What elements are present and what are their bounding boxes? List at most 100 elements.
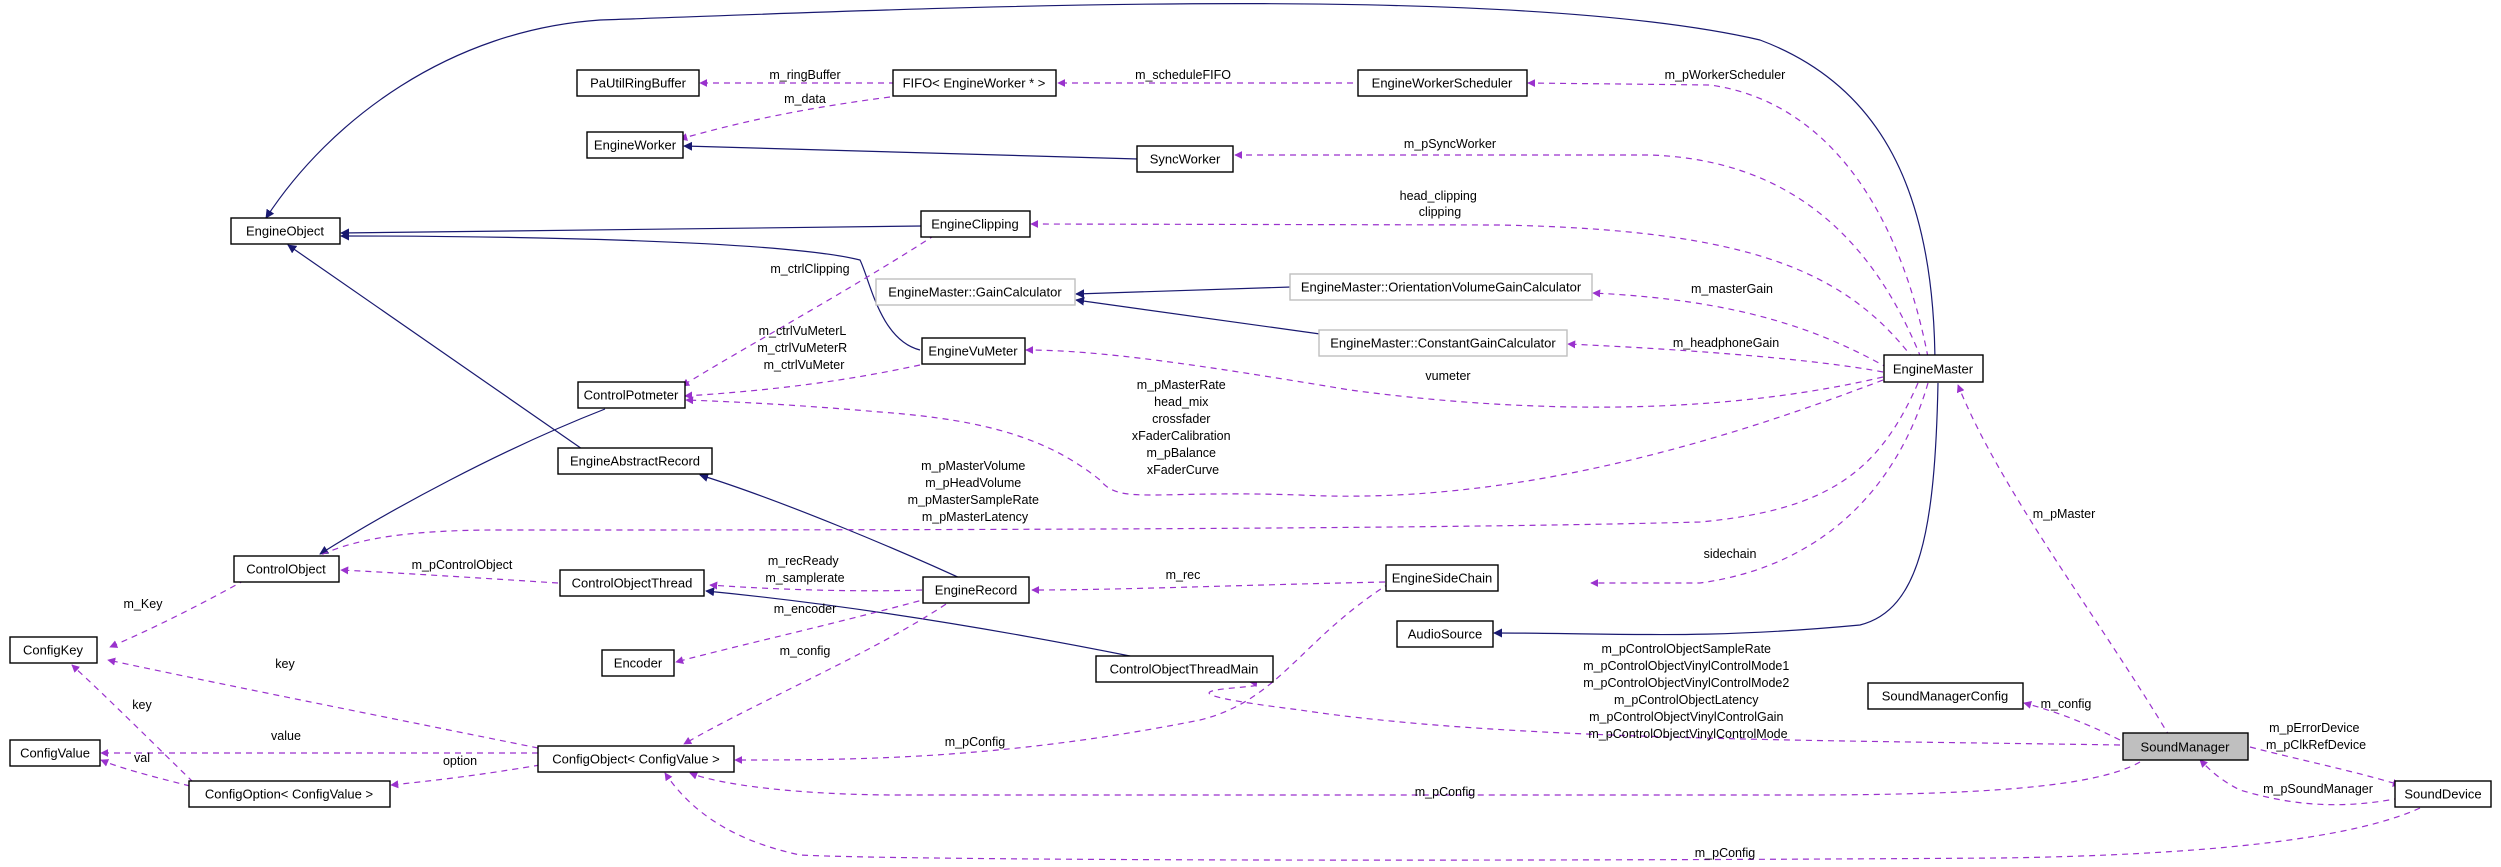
edge-m_pworkerscheduler xyxy=(1527,79,1931,369)
node-syncworker[interactable]: SyncWorker xyxy=(1136,145,1234,173)
edge-enginemaster-audiosource xyxy=(1493,382,1939,638)
node-enginemaster[interactable]: EngineMaster xyxy=(1883,354,1984,383)
node-label: EngineMaster::ConstantGainCalculator xyxy=(1330,335,1556,350)
edge-engineclipping-engineobject xyxy=(340,225,923,238)
node-configobject[interactable]: ConfigObject< ConfigValue > xyxy=(537,745,735,773)
label-m_ctrlclipping: m_ctrlClipping xyxy=(770,262,849,276)
node-sounddevice[interactable]: SoundDevice xyxy=(2394,780,2492,808)
node-label: ConfigKey xyxy=(23,642,83,657)
edge-enginemaster-engineobject xyxy=(265,3,1936,369)
node-engineabstractrecord[interactable]: EngineAbstractRecord xyxy=(557,447,713,475)
edge-m_rec xyxy=(1031,581,1386,594)
edge-record-thread xyxy=(709,581,923,592)
node-label: SoundDevice xyxy=(2404,786,2481,801)
label-m_config-sm: m_config xyxy=(2041,697,2092,711)
edge-engineabstractrecord-engineobject xyxy=(287,244,586,452)
node-label: EngineWorkerScheduler xyxy=(1372,75,1513,90)
label-m_config-rec: m_config xyxy=(780,644,831,658)
node-label: EngineRecord xyxy=(935,582,1017,597)
node-label: SoundManagerConfig xyxy=(1882,688,2008,703)
node-label: ControlObject xyxy=(246,561,326,576)
label-m_headphonegain: m_headphoneGain xyxy=(1673,336,1779,350)
node-encoder[interactable]: Encoder xyxy=(601,649,675,677)
node-soundmanager[interactable]: SoundManager xyxy=(2122,732,2249,761)
node-engineclipping[interactable]: EngineClipping xyxy=(920,210,1031,238)
node-gaincalculator[interactable]: EngineMaster::GainCalculator xyxy=(875,278,1076,306)
node-audiosource[interactable]: AudioSource xyxy=(1396,620,1494,648)
label-m_psoundmanager: m_pSoundManager xyxy=(2263,782,2373,796)
node-enginesidechain[interactable]: EngineSideChain xyxy=(1385,564,1499,592)
edge-m_config-rec xyxy=(683,597,956,745)
node-enginevumeter[interactable]: EngineVuMeter xyxy=(921,337,1026,365)
node-engineworker[interactable]: EngineWorker xyxy=(586,131,684,159)
edge-option xyxy=(390,764,541,789)
node-constantgaincalculator[interactable]: EngineMaster::ConstantGainCalculator xyxy=(1318,329,1568,357)
label-key2: key xyxy=(132,698,152,712)
label-potmeter-ctrls: m_pMasterRate head_mix crossfader xFader… xyxy=(1132,378,1234,477)
label-m_pcontrolobject: m_pControlObject xyxy=(412,558,513,572)
edge-enginevumeter-engineobject xyxy=(340,231,921,351)
node-label: SyncWorker xyxy=(1150,151,1221,166)
label-m_ringbuffer: m_ringBuffer xyxy=(769,68,840,82)
label-m_pconfig-side: m_pConfig xyxy=(945,735,1005,749)
label-m_key: m_Key xyxy=(124,597,164,611)
label-vumeter-ctrls: m_ctrlVuMeterL m_ctrlVuMeterR m_ctrlVuMe… xyxy=(757,324,850,372)
node-label: PaUtilRingBuffer xyxy=(590,75,687,90)
node-configvalue[interactable]: ConfigValue xyxy=(9,739,101,767)
edge-m_psyncworker xyxy=(1234,151,1926,369)
label-m_pconfig-sm: m_pConfig xyxy=(1415,785,1475,799)
node-label: ConfigValue xyxy=(20,745,90,760)
node-soundmanagerconfig[interactable]: SoundManagerConfig xyxy=(1867,682,2024,710)
label-record-thread: m_recReady m_samplerate xyxy=(765,554,844,585)
node-configkey[interactable]: ConfigKey xyxy=(9,636,98,664)
label-m_encoder: m_encoder xyxy=(774,602,837,616)
edge-potmeter-ctrls xyxy=(685,379,1884,497)
label-m_data: m_data xyxy=(784,92,826,106)
edge-orientation-gaincalculator xyxy=(1075,286,1292,299)
node-label: ConfigObject< ConfigValue > xyxy=(552,751,719,766)
edge-m_pconfig-side xyxy=(734,582,1391,764)
label-soundmanager-ctrls: m_pControlObjectSampleRate m_pControlObj… xyxy=(1583,642,1793,741)
node-label: ControlObjectThread xyxy=(572,575,693,590)
edge-vumeter xyxy=(1025,346,1884,408)
edge-val xyxy=(100,759,191,787)
label-m_rec: m_rec xyxy=(1166,568,1201,582)
node-label: EngineObject xyxy=(246,223,324,238)
node-controlobject[interactable]: ControlObject xyxy=(233,555,340,583)
node-label: EngineClipping xyxy=(931,216,1018,231)
node-label: EngineSideChain xyxy=(1392,570,1492,585)
node-enginerecord[interactable]: EngineRecord xyxy=(922,576,1030,604)
edge-clipping xyxy=(1030,220,1921,369)
label-option: option xyxy=(443,754,477,768)
node-controlpotmeter[interactable]: ControlPotmeter xyxy=(577,381,686,409)
edge-m_psoundmanager xyxy=(2199,759,2401,806)
edge-m_pconfig-dev xyxy=(664,772,2421,861)
node-label: EngineMaster::OrientationVolumeGainCalcu… xyxy=(1301,279,1582,294)
node-pautilringbuffer[interactable]: PaUtilRingBuffer xyxy=(576,69,700,97)
edge-syncworker-engineworker xyxy=(683,141,1139,160)
edge-key1 xyxy=(107,657,539,749)
edge-m_pcontrolobject xyxy=(340,566,559,584)
node-label: FIFO< EngineWorker * > xyxy=(903,75,1046,90)
edge-master-ctrls xyxy=(300,382,1919,567)
edge-m_config-sm xyxy=(2023,701,2121,741)
label-m_schedulefifo: m_scheduleFIFO xyxy=(1135,68,1231,82)
edge-m_data xyxy=(679,96,891,141)
node-configoption[interactable]: ConfigOption< ConfigValue > xyxy=(188,780,391,808)
label-val: val xyxy=(134,751,150,765)
label-key1: key xyxy=(275,657,295,671)
label-clipping: head_clipping clipping xyxy=(1400,189,1481,219)
node-controlobjectthreadmain[interactable]: ControlObjectThreadMain xyxy=(1095,655,1274,683)
edge-key2 xyxy=(71,664,194,783)
node-label: Encoder xyxy=(614,655,663,670)
label-m_pconfig-dev: m_pConfig xyxy=(1695,846,1755,860)
label-master-ctrls: m_pMasterVolume m_pHeadVolume m_pMasterS… xyxy=(908,459,1043,524)
label-vumeter: vumeter xyxy=(1425,369,1470,383)
node-fifo[interactable]: FIFO< EngineWorker * > xyxy=(892,69,1057,97)
edge-device-refs xyxy=(2249,746,2401,787)
node-engineobject[interactable]: EngineObject xyxy=(230,217,341,245)
edge-vumeter-ctrls xyxy=(684,364,921,400)
node-orientationvolumegaincalculator[interactable]: EngineMaster::OrientationVolumeGainCalcu… xyxy=(1289,273,1593,301)
node-controlobjectthread[interactable]: ControlObjectThread xyxy=(559,569,705,597)
node-engineworkerscheduler[interactable]: EngineWorkerScheduler xyxy=(1357,69,1528,97)
